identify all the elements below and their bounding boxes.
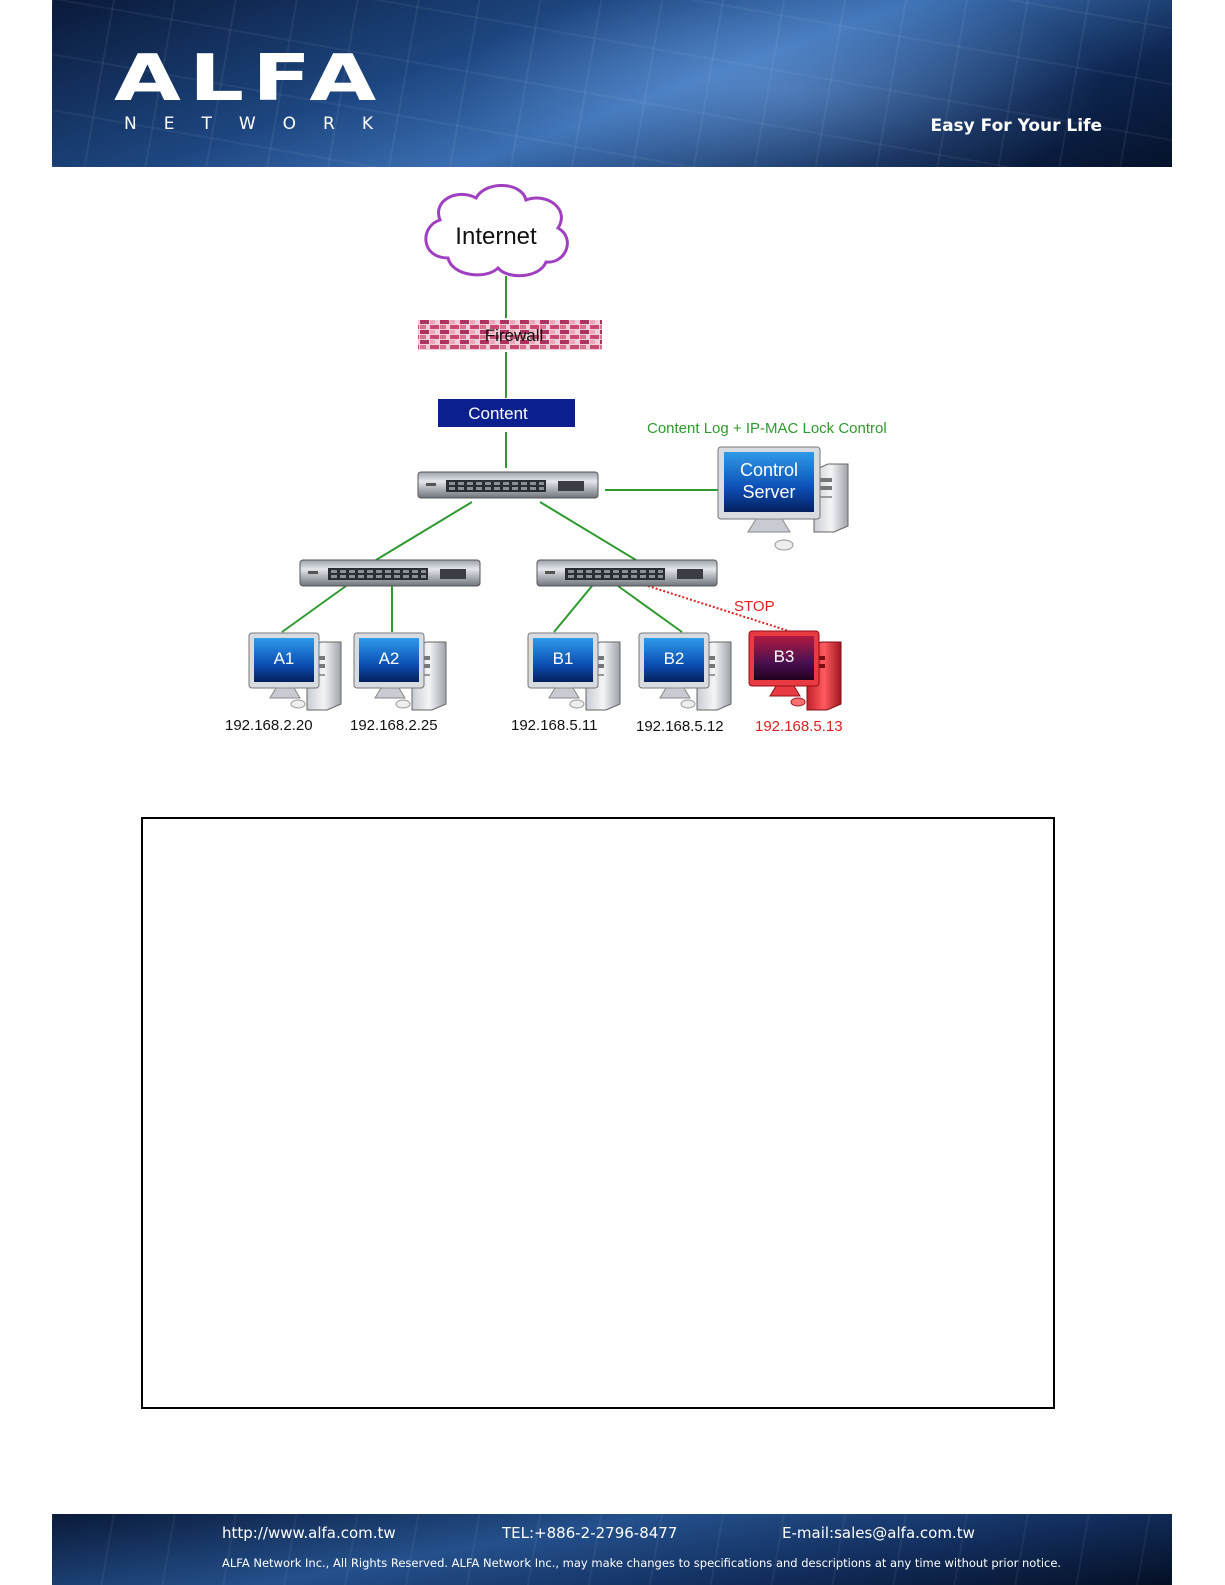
- host-ip-blocked: 192.168.5.13: [755, 718, 843, 735]
- content-label: Content: [468, 404, 528, 423]
- link-lines: [281, 276, 720, 633]
- internet-cloud: Internet: [424, 184, 569, 278]
- host-ip: 192.168.5.11: [511, 717, 597, 734]
- banner-glow: [432, 0, 1132, 167]
- network-diagram: Internet Firewall Content Content Log + …: [225, 184, 887, 735]
- firewall: Firewall: [418, 320, 602, 350]
- content-device: Content: [438, 399, 575, 427]
- host-b2: B2: [638, 632, 732, 711]
- stop-label: STOP: [734, 598, 775, 615]
- control-server-line2: Server: [742, 482, 795, 502]
- footer-url[interactable]: http://www.alfa.com.tw: [222, 1524, 396, 1542]
- content-frame: [141, 817, 1055, 1409]
- switch-b: [536, 559, 718, 587]
- footer-email[interactable]: E-mail:sales@alfa.com.tw: [782, 1524, 975, 1542]
- host-name: A2: [379, 649, 400, 668]
- host-name: B3: [774, 647, 795, 666]
- host-a1: A1: [248, 632, 342, 711]
- header-banner: ALFA NETWORK Easy For Your Life: [52, 0, 1172, 167]
- logo-text: ALFA: [114, 42, 385, 116]
- firewall-label: Firewall: [485, 326, 544, 345]
- host-name: B1: [553, 649, 574, 668]
- control-server-line1: Control: [740, 460, 798, 480]
- host-b3-blocked: B3: [748, 630, 842, 711]
- host-b1: B1: [527, 632, 621, 711]
- blocked-link: [647, 585, 793, 633]
- control-label: Content Log + IP-MAC Lock Control: [647, 420, 887, 437]
- host-a2: A2: [353, 632, 447, 711]
- footer-notice: ALFA Network Inc., All Rights Reserved. …: [222, 1556, 1062, 1570]
- host-ip: 192.168.2.20: [225, 717, 313, 734]
- control-server: Control Server: [717, 446, 849, 551]
- footer-banner: http://www.alfa.com.tw TEL:+886-2-2796-8…: [52, 1514, 1172, 1585]
- logo-subtext: NETWORK: [124, 114, 400, 134]
- host-name: A1: [274, 649, 295, 668]
- footer-tel: TEL:+886-2-2796-8477: [502, 1524, 678, 1542]
- core-switch: [417, 471, 599, 499]
- alfa-logo: ALFA NETWORK: [114, 47, 400, 134]
- switch-a: [299, 559, 481, 587]
- host-name: B2: [664, 649, 685, 668]
- tagline: Easy For Your Life: [930, 116, 1102, 136]
- internet-label: Internet: [455, 223, 537, 250]
- host-ip: 192.168.2.25: [350, 717, 438, 734]
- host-ip: 192.168.5.12: [636, 718, 724, 735]
